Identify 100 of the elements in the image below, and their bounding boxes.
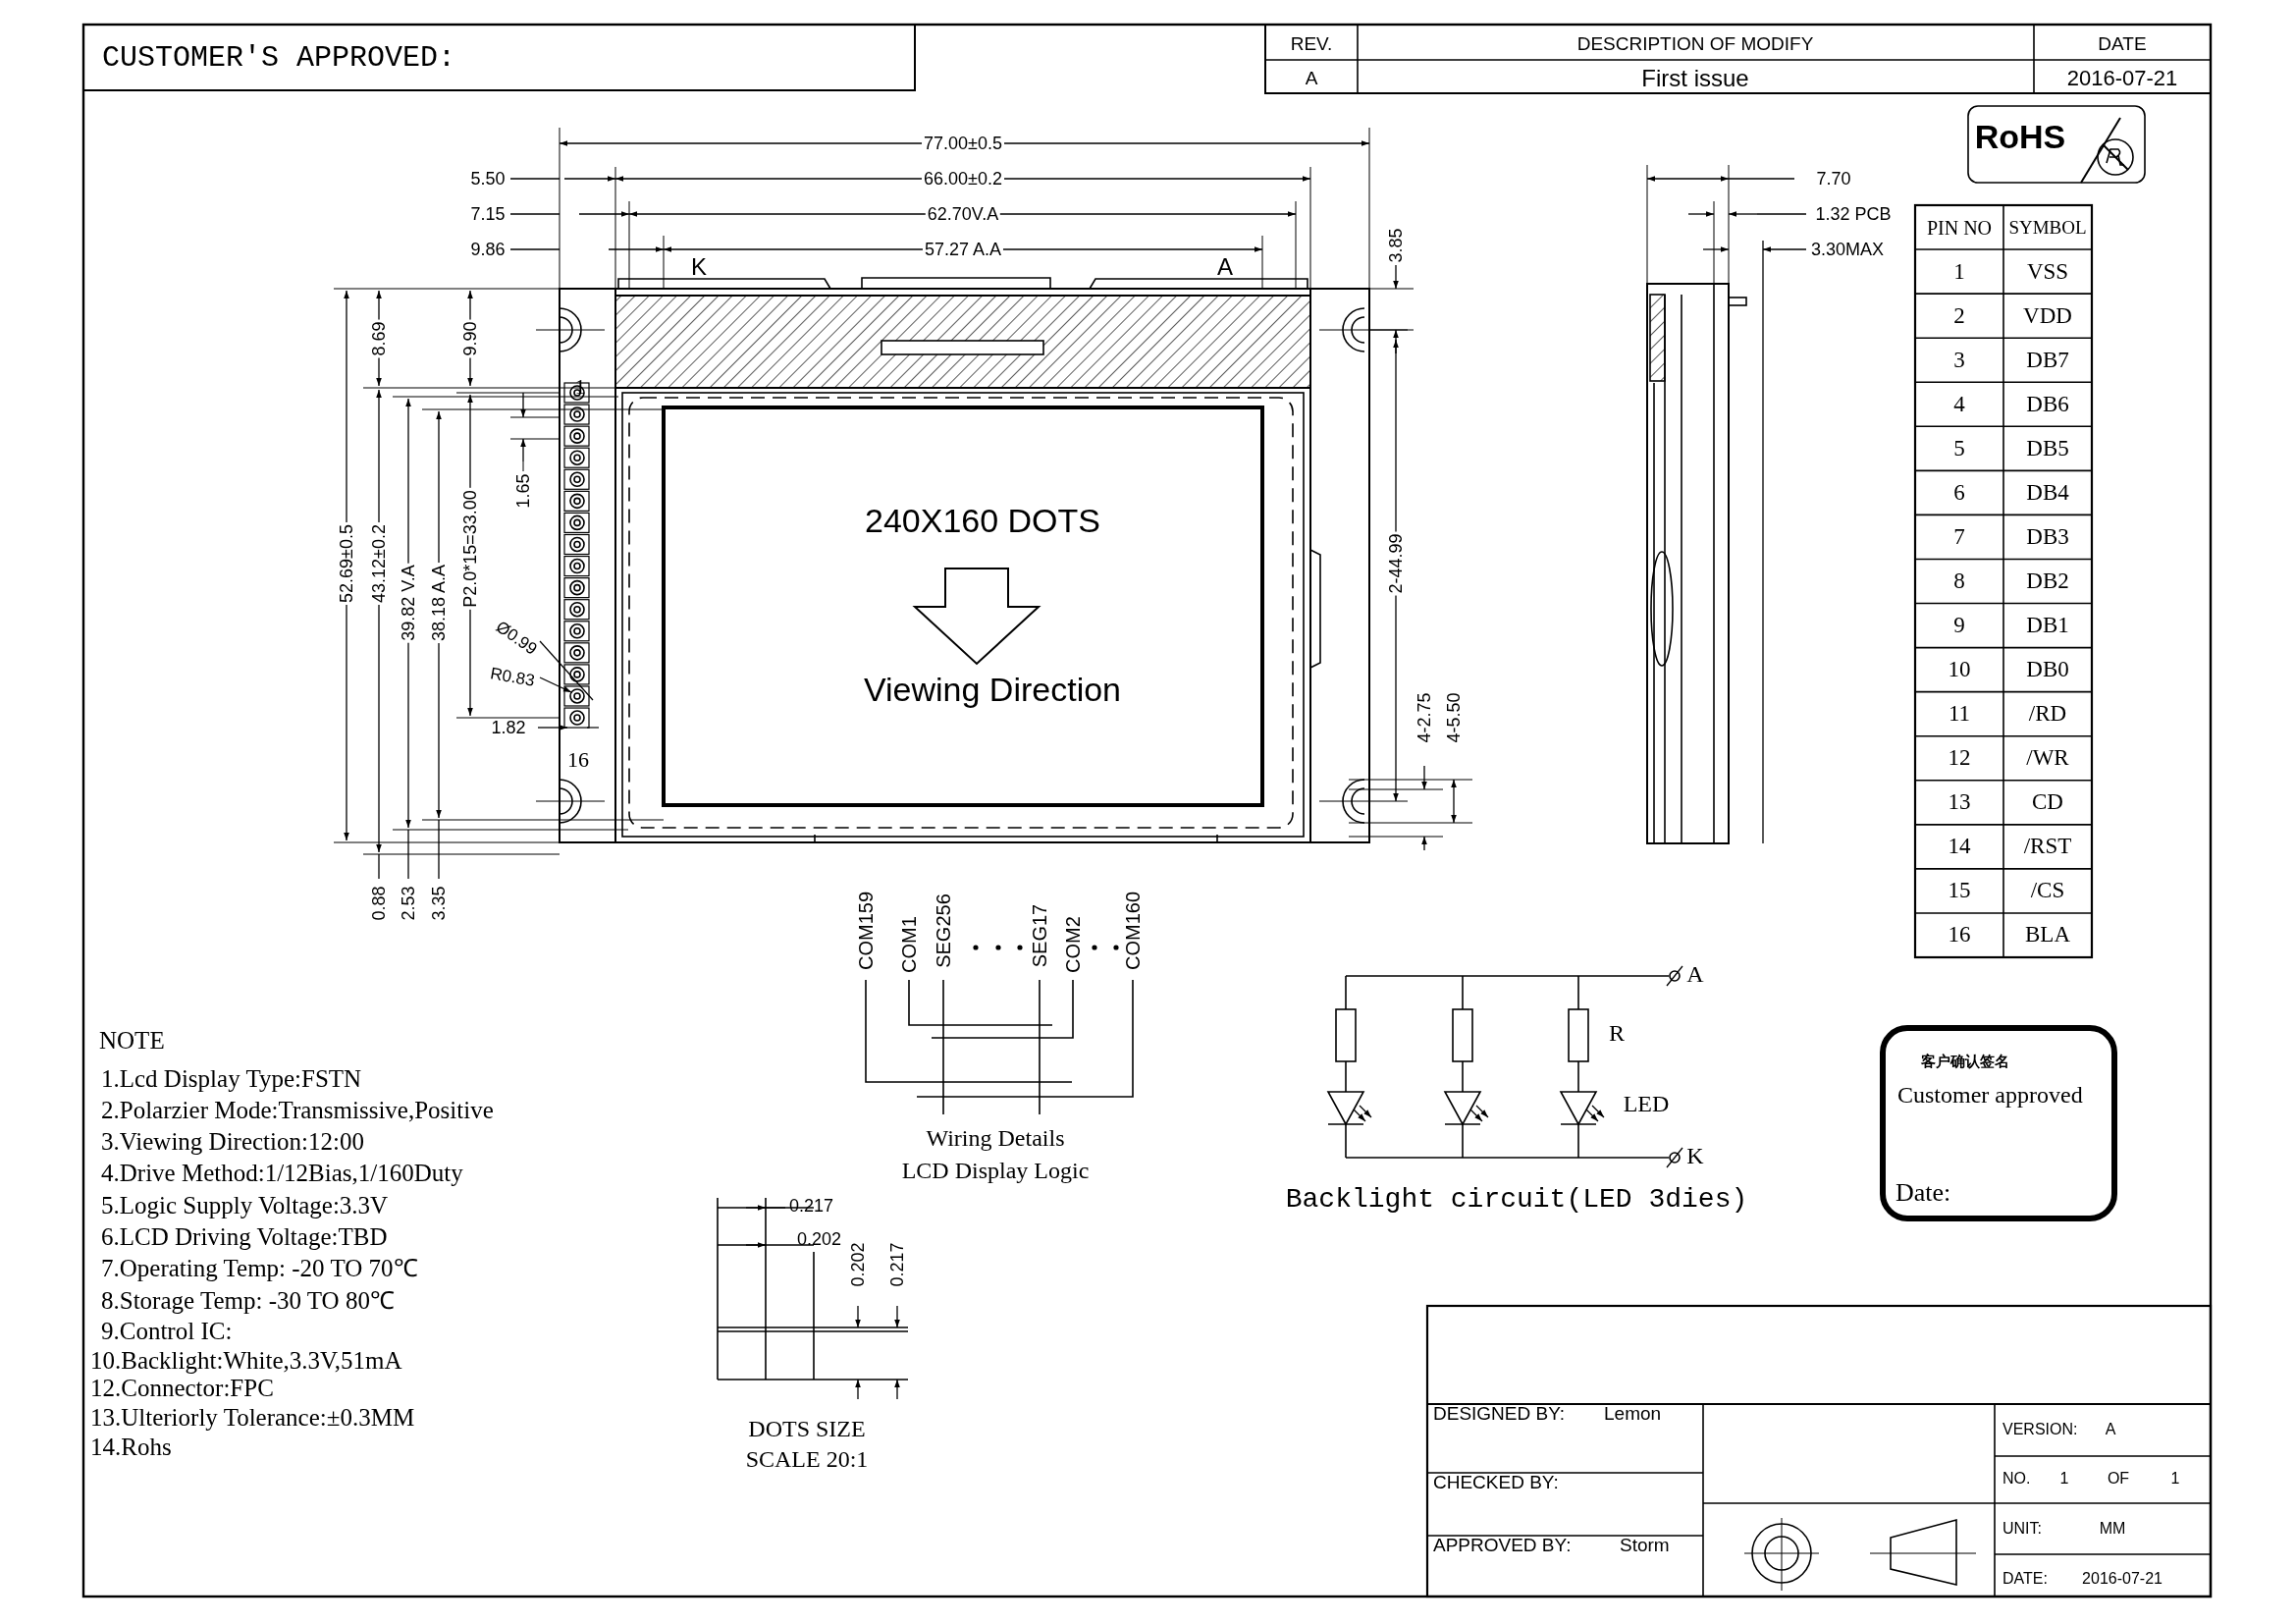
terminal-label: A — [1686, 962, 1704, 988]
dimension-text: 3.35 — [429, 886, 449, 921]
dimension-text: 9.86 — [470, 240, 506, 259]
signature-title: 客户确认签名 — [1921, 1053, 2009, 1071]
pin-number: 14 — [1948, 835, 1971, 859]
column-header: DATE — [2098, 34, 2147, 54]
dimension-text: 7.15 — [470, 204, 506, 224]
field-label: NO. — [2002, 1470, 2031, 1488]
pin-symbol: DB1 — [2026, 614, 2069, 638]
dimension-text: 7.70 — [1816, 169, 1851, 189]
dimension-text: 1.32 PCB — [1815, 204, 1892, 224]
field-label: DATE: — [2002, 1570, 2048, 1588]
dimension-text: 0.217 — [789, 1196, 834, 1216]
caption: Backlight circuit(LED 3dies) — [1285, 1185, 1748, 1215]
compliance-mark: RoHS — [1974, 120, 2066, 155]
dimension-text: 2.53 — [399, 886, 418, 921]
pin-symbol: VSS — [2026, 259, 2069, 284]
pin-number: 1 — [1953, 259, 1965, 284]
pin-number: 16 — [567, 748, 589, 772]
pin-symbol: DB7 — [2026, 348, 2069, 372]
dimension-text: 0.202 — [797, 1229, 842, 1249]
pin-symbol: DB0 — [2026, 658, 2069, 682]
signature-label: Customer approved — [1897, 1082, 2083, 1109]
pin-number: 12 — [1948, 746, 1971, 771]
field-label: VERSION: — [2002, 1421, 2078, 1438]
pin-number: 6 — [1953, 480, 1965, 505]
dimension-text: 0.217 — [887, 1242, 907, 1287]
pin-number: 10 — [1948, 658, 1971, 682]
display-resolution-text: 240X160 DOTS — [865, 504, 1100, 539]
note-text: 5.Logic Supply Voltage:3.3V — [101, 1192, 389, 1219]
date-label: Date: — [1896, 1178, 1951, 1208]
note-text: 1.Lcd Display Type:FSTN — [101, 1065, 362, 1093]
note-text: 10.Backlight:White,3.3V,51mA — [90, 1347, 402, 1375]
note-text: 7.Operating Temp: -20 TO 70℃ — [101, 1255, 418, 1282]
pin-number: 3 — [1953, 348, 1965, 372]
dimension-text: 0.202 — [848, 1242, 868, 1287]
note-text: 13.Ulteriorly Tolerance:±0.3MM — [90, 1404, 415, 1432]
pin-number: 7 — [1953, 524, 1965, 549]
caption: DOTS SIZE — [748, 1417, 866, 1442]
pin-symbol: /WR — [2026, 746, 2069, 771]
field-value: Storm — [1620, 1536, 1670, 1555]
dimension-text: R0.83 — [489, 665, 536, 690]
field-label: CHECKED BY: — [1433, 1473, 1559, 1492]
column-header: REV. — [1290, 34, 1333, 54]
note-text: 3.Viewing Direction:12:00 — [101, 1128, 364, 1156]
note-text: 4.Drive Method:1/12Bias,1/160Duty — [101, 1160, 463, 1187]
signature-box — [1880, 1025, 2117, 1221]
field-label: OF — [2107, 1470, 2130, 1488]
field-label: APPROVED BY: — [1433, 1536, 1572, 1555]
pin-number: 15 — [1948, 879, 1971, 903]
dimension-text: 1.82 — [491, 718, 526, 737]
dimension-text: 0.88 — [369, 886, 389, 921]
pin-symbol: BLA — [2025, 923, 2070, 947]
pin-symbol: /RD — [2028, 702, 2067, 727]
pin-symbol: DB4 — [2026, 480, 2069, 505]
pin-number: 4 — [1953, 392, 1965, 416]
field-value: 1 — [2170, 1470, 2180, 1488]
column-header: DESCRIPTION OF MODIFY — [1576, 34, 1814, 54]
viewing-direction-text: Viewing Direction — [863, 673, 1122, 708]
dimension-text: 3.30MAX — [1811, 240, 1884, 259]
note-text: 6.LCD Driving Voltage:TBD — [101, 1223, 388, 1251]
note-text: 9.Control IC: — [101, 1318, 233, 1345]
signal-name: SEG17 — [1029, 903, 1050, 968]
dimension-text: 4-5.50 — [1444, 692, 1464, 743]
field-value: Lemon — [1604, 1404, 1662, 1424]
signal-name: SEG256 — [933, 893, 954, 968]
pin-symbol: DB2 — [2026, 568, 2069, 594]
table-header: SYMBOL — [2008, 218, 2087, 238]
revision-date: 2016-07-21 — [2066, 67, 2178, 90]
notes-heading: NOTE — [99, 1027, 165, 1055]
field-value: 1 — [2059, 1470, 2069, 1488]
field-value: A — [2105, 1421, 2116, 1438]
dimension-text: 4-2.75 — [1415, 692, 1434, 743]
pin-symbol: /CS — [2030, 879, 2065, 903]
pin-number: 13 — [1948, 790, 1971, 815]
note-text: 2.Polarzier Mode:Transmissive,Positive — [101, 1097, 494, 1124]
pin-symbol: DB3 — [2026, 524, 2069, 549]
signal-name: COM160 — [1122, 892, 1144, 970]
field-label: DESIGNED BY: — [1433, 1404, 1566, 1424]
terminal-label: A — [1217, 254, 1233, 280]
pin-number: 11 — [1948, 702, 1971, 727]
heading: CUSTOMER'S APPROVED: — [102, 43, 456, 75]
caption: Wiring Details — [926, 1126, 1065, 1152]
note-text: 8.Storage Temp: -30 TO 80℃ — [101, 1287, 395, 1315]
field-value: 2016-07-21 — [2082, 1570, 2163, 1588]
table-header: PIN NO — [1926, 217, 1993, 239]
revision-letter: A — [1305, 69, 1318, 88]
pin-symbol: CD — [2032, 790, 2063, 815]
pin-symbol: /RST — [2023, 835, 2072, 859]
signal-name: COM1 — [898, 916, 920, 973]
terminal-label: K — [1686, 1144, 1704, 1169]
component-label: R — [1609, 1021, 1625, 1047]
caption: SCALE 20:1 — [745, 1447, 869, 1473]
pin-number: 2 — [1953, 303, 1965, 328]
terminal-label: K — [691, 254, 707, 280]
note-text: 12.Connector:FPC — [90, 1375, 274, 1402]
pin-symbol: DB5 — [2026, 436, 2069, 460]
pin-number: 16 — [1948, 923, 1971, 947]
caption: LCD Display Logic — [901, 1159, 1090, 1184]
field-label: UNIT: — [2002, 1520, 2042, 1538]
